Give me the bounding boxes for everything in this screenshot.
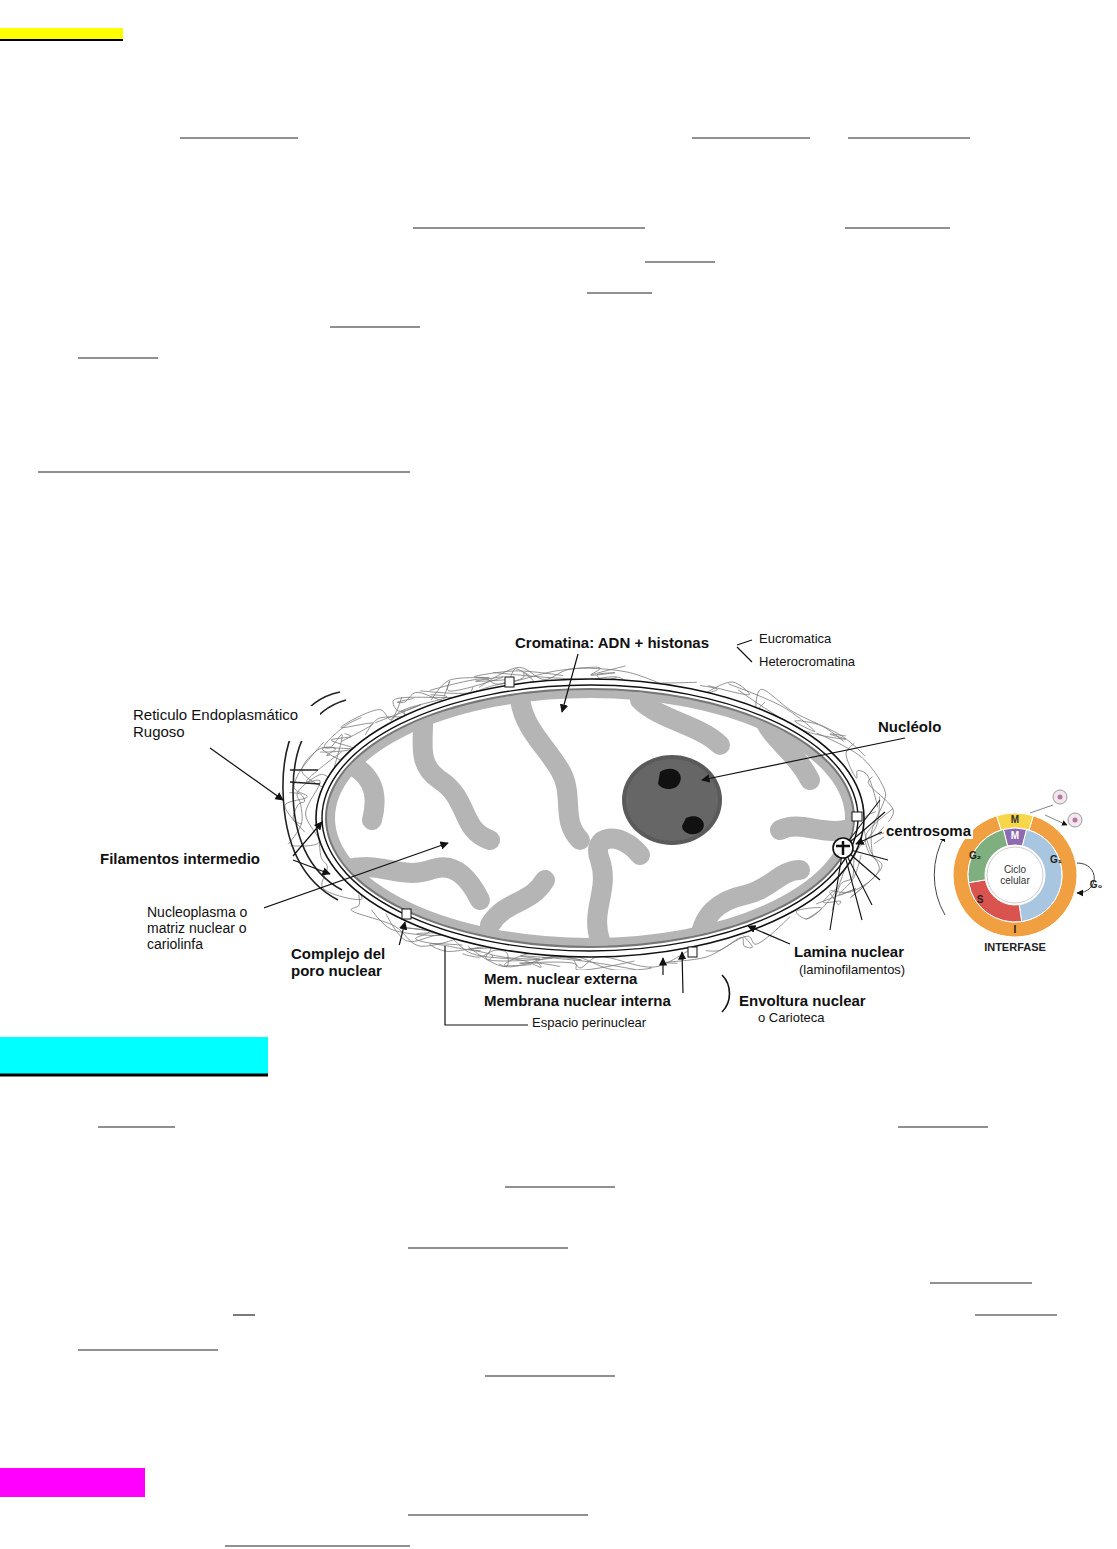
structure-label: Nucléolo: [876, 718, 943, 735]
phase-label: M: [1011, 814, 1019, 826]
phase-label: I: [1014, 924, 1017, 936]
structure-label: Espacio perinuclear: [530, 1016, 648, 1031]
node-text: Ciclo celular: [991, 864, 1039, 886]
structure-label: Lamina nuclear: [792, 943, 906, 960]
structure-label: Nucleoplasma o matriz nuclear o cariolin…: [145, 904, 264, 952]
phase-label: G₀: [1090, 879, 1102, 891]
phase-label: S: [977, 894, 984, 906]
intermediate-filaments: [285, 666, 896, 970]
structure-label: Complejo del poro nuclear: [289, 945, 413, 980]
structure-label: Cromatina: ADN + histonas: [513, 634, 711, 651]
cell-nucleus: [1073, 818, 1078, 823]
phase-label: G₁: [1050, 854, 1062, 866]
structure-label: Filamentos intermedio: [98, 850, 262, 867]
daughter-cell: [1068, 813, 1082, 827]
phase-label: INTERFASE: [984, 941, 1046, 954]
cell-cycle: [934, 790, 1094, 937]
cycle-arrow: [934, 835, 945, 915]
circle-outline: [987, 847, 1043, 903]
daughter-cell: [1053, 790, 1067, 804]
nucleus: [316, 677, 864, 957]
phase-label: G₂: [969, 850, 981, 862]
blank-lines: [38, 138, 1057, 1546]
structure-label: Membrana nuclear interna: [482, 992, 673, 1009]
division-arrow: [1030, 805, 1067, 825]
phase-label: M: [1011, 830, 1019, 842]
cycle-center: Ciclo celular: [986, 846, 1044, 904]
structure-label: centrosoma: [884, 822, 973, 839]
structure-label: Envoltura nuclear: [737, 992, 868, 1009]
structure-label: Mem. nuclear externa: [482, 970, 639, 987]
sub-label: (laminofilamentos): [797, 963, 907, 978]
sub-label: Heterocromatina: [757, 655, 857, 670]
sub-label: o Carioteca: [756, 1011, 826, 1026]
structure-label: Reticulo Endoplasmático Rugoso: [131, 706, 320, 741]
centrosome: [830, 800, 888, 930]
cell-nucleus: [1058, 795, 1063, 800]
sub-label: Eucromatica: [757, 632, 833, 647]
heading-highlights: [0, 28, 268, 1497]
